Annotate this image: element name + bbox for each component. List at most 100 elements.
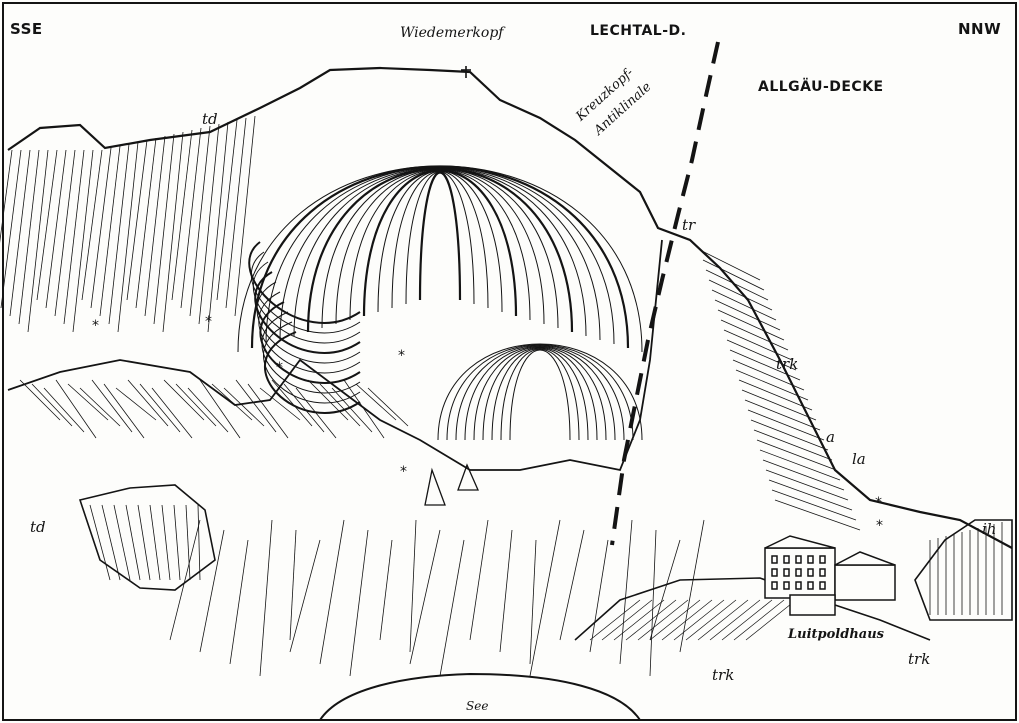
hut-window — [808, 569, 813, 576]
hatch-stroke — [754, 430, 832, 460]
hatch-stroke — [90, 505, 110, 580]
fold-stroke — [438, 344, 642, 440]
hatch-stroke — [152, 388, 192, 438]
hatch-stroke — [102, 505, 120, 580]
hatch-stroke — [766, 470, 848, 500]
fold-curves — [238, 166, 642, 440]
hatch-stroke — [410, 520, 416, 652]
fold-stroke — [510, 350, 570, 440]
hut-window — [796, 569, 801, 576]
hatch-stroke — [709, 280, 772, 310]
hatch-stroke — [55, 150, 75, 316]
hatch-stroke — [284, 384, 324, 432]
hatch-stroke — [703, 260, 764, 290]
unit-tr: tr — [682, 218, 695, 233]
hatch-stroke — [500, 530, 512, 652]
hatch-stroke — [650, 530, 656, 676]
hatch-stroke — [560, 530, 584, 640]
hatch-stroke — [20, 380, 60, 420]
hatch-stroke — [199, 124, 219, 324]
hut-name: Luitpoldhaus — [788, 628, 884, 641]
hatch-stroke — [680, 520, 704, 652]
hatch-stroke — [769, 480, 852, 510]
hatch-stroke — [320, 520, 344, 664]
unit-trk-slope: trk — [776, 357, 798, 372]
hut-window — [784, 582, 789, 589]
fold-stroke — [406, 172, 474, 304]
unit-trk-bottom-right: trk — [908, 652, 930, 667]
hatch-stroke — [150, 505, 160, 580]
hatch-stroke — [19, 150, 39, 324]
star-mark: * — [875, 495, 882, 511]
ih-block — [915, 520, 1012, 620]
hatch-stroke — [742, 390, 816, 420]
hatch-stroke — [176, 384, 216, 426]
fold-stroke — [492, 349, 588, 441]
hatch-stroke — [100, 146, 120, 316]
fold-stroke — [364, 171, 516, 317]
fold-stroke — [308, 169, 572, 333]
hatch-stroke — [638, 600, 688, 640]
unit-ih: ih — [982, 522, 996, 537]
star-marks: ******* — [92, 314, 883, 534]
star-mark: * — [876, 518, 883, 534]
fold-stroke — [483, 348, 597, 440]
orientation-right: NNW — [958, 22, 1001, 37]
hatch-stroke — [350, 530, 368, 676]
hatch-stroke — [626, 600, 676, 640]
hatch-stroke — [356, 384, 396, 420]
hatch-stroke — [602, 600, 652, 640]
hatch-stroke — [380, 540, 392, 640]
nappe-upper: LECHTAL-D. — [590, 24, 686, 38]
hatch-stroke — [650, 540, 680, 640]
hatch-stroke — [164, 380, 204, 420]
hatch-stroke — [140, 384, 180, 432]
hatch-stroke — [260, 388, 300, 420]
hatch-stroke — [686, 600, 736, 640]
fold-stroke — [474, 347, 606, 440]
fold-stroke — [280, 168, 600, 341]
hatch-stroke — [68, 384, 108, 420]
hatch-stroke — [590, 540, 608, 652]
unit-la: la — [852, 452, 866, 467]
hatch-stroke — [136, 138, 156, 308]
hatch-stroke — [162, 505, 170, 580]
hatch-stroke — [92, 380, 132, 432]
hatch-stroke — [772, 490, 856, 520]
star-mark: * — [276, 360, 283, 376]
hatch-stroke — [620, 520, 632, 664]
hatch-stroke — [174, 505, 180, 580]
hatch-stroke — [734, 600, 784, 640]
hatch-stroke — [674, 600, 724, 640]
hatch-stroke — [128, 380, 168, 426]
hatch-stroke — [64, 150, 84, 324]
hatch-stroke — [272, 380, 312, 426]
hatch-stroke — [80, 388, 120, 426]
hatch-stroke — [260, 520, 272, 676]
lake-outline — [320, 674, 640, 720]
hatch-stroke — [126, 505, 140, 580]
hatch-stroke — [745, 400, 820, 430]
hatch-stroke — [368, 388, 408, 426]
hatch-stroke — [56, 380, 96, 438]
unit-td-lower: td — [30, 520, 46, 535]
fold-stroke — [266, 167, 614, 344]
hatch-stroke — [614, 600, 664, 640]
fault-line — [612, 42, 718, 545]
frame — [3, 3, 1016, 720]
hatch-stroke — [530, 540, 536, 664]
hatch-stroke — [290, 530, 296, 640]
hatch-stroke — [775, 500, 860, 530]
unit-trk-bottom-left: trk — [712, 668, 734, 683]
fold-stroke — [350, 170, 530, 320]
hatch-stroke — [114, 505, 130, 580]
hatch-stroke — [698, 600, 748, 640]
hatch-stroke — [198, 505, 200, 580]
hatch-stroke — [721, 320, 788, 350]
hatch-stroke — [10, 150, 30, 316]
nappe-lower: ALLGÄU-DECKE — [758, 80, 884, 94]
boulder — [458, 465, 478, 490]
hatch-stroke — [91, 148, 111, 308]
hut-window — [796, 556, 801, 563]
hatch-stroke — [440, 540, 464, 676]
